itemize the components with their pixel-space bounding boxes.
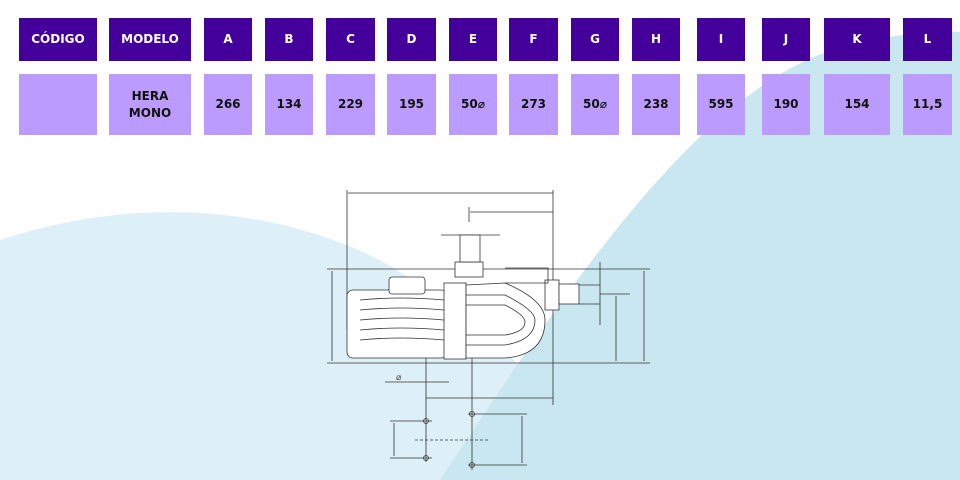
header-cell: CÓDIGO [19,18,97,61]
diameter-label: ⌀ [396,373,402,383]
value-cell: 595 [697,74,745,135]
header-cell: H [632,18,680,61]
header-cell: B [265,18,313,61]
value-cell: 229 [326,74,375,135]
wave-light [0,212,600,480]
value-cell: 50⌀ [571,74,619,135]
header-cell: F [509,18,558,61]
value-cell: 273 [509,74,558,135]
header-cell: J [762,18,810,61]
header-cell: E [449,18,497,61]
wave-dark [440,31,960,480]
value-cell: HERA MONO [109,74,191,135]
value-cell: 266 [204,74,252,135]
value-cell: 195 [387,74,436,135]
header-cell: MODELO [109,18,191,61]
header-cell: K [824,18,890,61]
value-cell: 11,5 [903,74,952,135]
value-cell [19,74,97,135]
value-cell: 190 [762,74,810,135]
value-cell: 154 [824,74,890,135]
header-cell: G [571,18,619,61]
value-cell: 134 [265,74,313,135]
value-cell: 50⌀ [449,74,497,135]
header-cell: C [326,18,375,61]
header-cell: L [903,18,952,61]
header-cell: I [697,18,745,61]
pump-body [346,234,580,360]
header-cell: A [204,18,252,61]
value-cell: 238 [632,74,680,135]
header-cell: D [387,18,436,61]
